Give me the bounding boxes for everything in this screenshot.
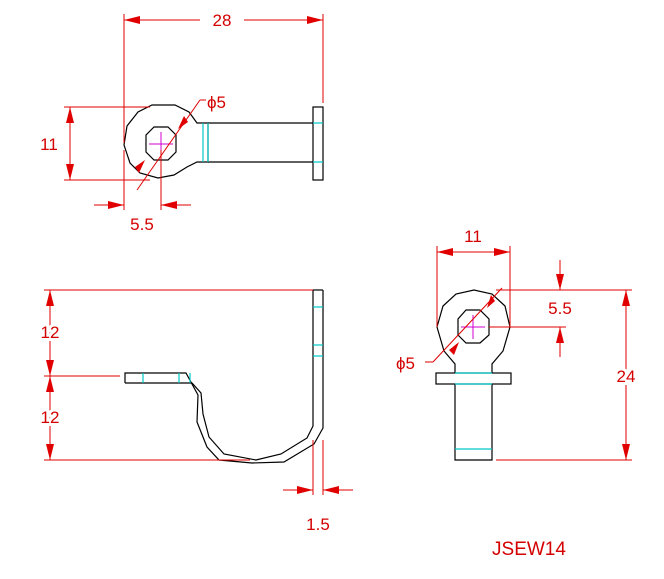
dim-end-24-arrow-bottom [622,444,630,460]
side-view: 12 12 1.5 [38,289,353,534]
side-view-strip-outer [125,290,314,461]
dim-end-5-5-arrow-top [556,274,564,290]
dim-1-5-arrow-left [297,486,313,494]
dim-end-dia5-arrow-bottom [449,342,459,355]
dim-1-5-arrow-right [323,486,339,494]
dim-dia5-arrow-bottom [135,160,145,173]
dim-1-5-label: 1.5 [306,515,330,534]
dim-12-upper-arrow-bottom [46,360,54,376]
top-view-end-plate [312,106,324,181]
dim-11-label: 11 [40,135,58,154]
end-view-shank [454,384,493,461]
dim-12-lower-arrow-bottom [46,444,54,460]
dim-end-dia5-label: ϕ5 [396,354,415,373]
top-view-hole [145,126,177,161]
dim-end-11-arrow-right [494,248,510,256]
side-view-strip-inner [124,290,324,464]
dim-end-11-label: 11 [464,227,482,246]
end-view: 11 5.5 ϕ5 24 [396,227,638,461]
end-view-crossbar [435,372,512,385]
dim-5-5-arrow-left [108,201,124,209]
dim-28-arrow-left [124,16,140,24]
dim-28-arrow-right [307,16,323,24]
dim-12-upper-label: 12 [41,323,60,342]
dim-end-11-arrow-left [437,248,453,256]
dim-28-label: 28 [213,11,232,30]
dim-11-arrow-top [66,107,74,123]
dim-dia5-leader [136,99,201,191]
dim-5-5-arrow-right [161,201,177,209]
dim-end-5-5-arrow-bottom [556,327,564,343]
dim-end-5-5-label: 5.5 [548,299,572,318]
dim-end-dia5-arrow-top [487,295,495,308]
dim-12-lower-arrow-top [46,376,54,392]
end-view-hole [457,309,490,344]
dim-dia5-arrow-top [178,116,188,129]
dim-end-24-arrow-top [622,290,630,306]
dim-5-5-label: 5.5 [130,215,154,234]
dim-dia5-label: ϕ5 [207,93,226,112]
end-view-eye-outline [436,289,511,373]
dim-end-24-label: 24 [617,367,636,386]
dim-12-lower-label: 12 [41,408,60,427]
top-view: 28 11 ϕ5 5.5 [40,11,324,234]
dim-11-arrow-bottom [66,164,74,180]
dim-12-upper-arrow-top [46,290,54,306]
part-number-label: JSEW14 [492,539,566,560]
